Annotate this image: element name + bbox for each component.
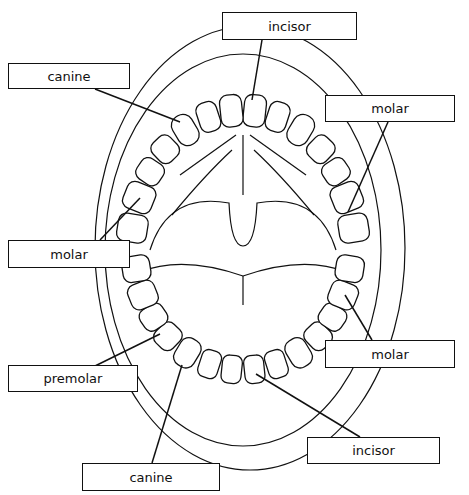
outer-lip [95, 26, 405, 470]
leader-line [95, 89, 180, 122]
label-box: incisor [307, 437, 440, 464]
tooth-label: molar [371, 101, 409, 116]
tooth [242, 94, 267, 128]
label-box: canine [8, 63, 130, 89]
leader-line [95, 334, 160, 366]
palate-line [242, 135, 243, 195]
tooth-label: canine [47, 69, 90, 84]
tooth [120, 179, 158, 216]
tooth-label: incisor [268, 19, 311, 34]
label-box: molar [325, 340, 455, 368]
tooth-label: canine [129, 470, 172, 485]
tongue-groove [242, 276, 243, 305]
tooth-label: incisor [352, 443, 395, 458]
leader-line [256, 374, 360, 437]
tongue-edge [140, 264, 346, 276]
tooth-label: molar [371, 347, 409, 362]
label-box: incisor [222, 12, 357, 40]
palate-ridge [172, 150, 232, 215]
leader-line [348, 122, 388, 212]
tooth-label: premolar [44, 371, 103, 386]
leader-line [252, 40, 262, 100]
label-box: premolar [8, 365, 138, 392]
tongue [140, 264, 346, 305]
palate-ridge [254, 150, 314, 215]
leader-line [152, 365, 182, 463]
tooth [243, 354, 266, 384]
label-box: molar [325, 95, 455, 122]
leader-line [345, 295, 372, 340]
leader-line [100, 198, 140, 240]
tooth [219, 94, 244, 128]
tooth [337, 212, 371, 244]
tooth [334, 254, 366, 284]
tooth [220, 354, 243, 384]
tooth-label: molar [50, 247, 88, 262]
label-box: molar [8, 240, 130, 268]
label-box: canine [82, 463, 220, 491]
